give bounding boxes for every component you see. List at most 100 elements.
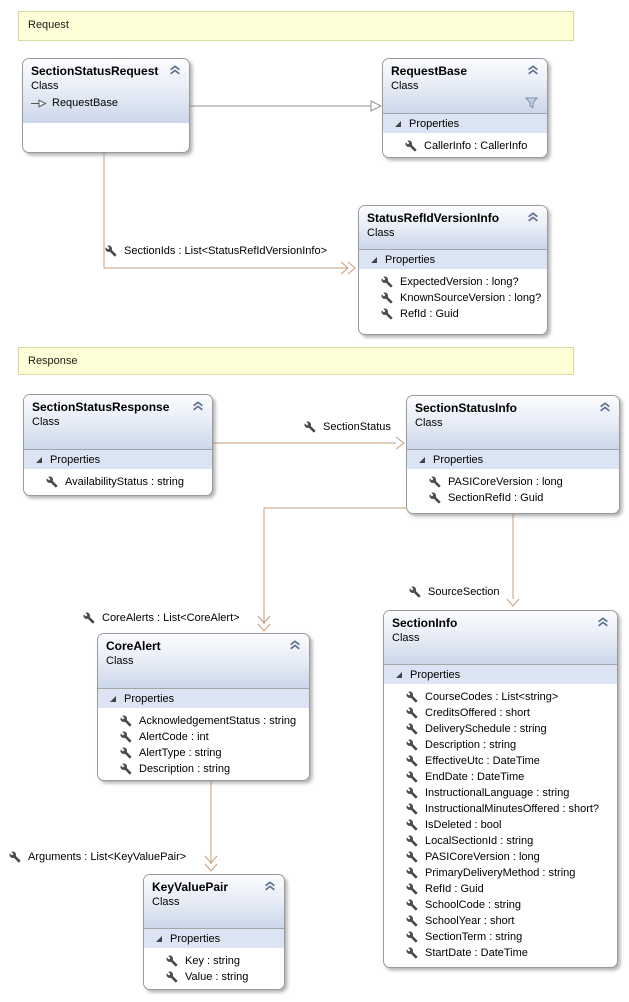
association-label-source-section[interactable]: SourceSection [409, 586, 500, 598]
expand-triangle-icon [35, 456, 43, 464]
collapse-chevron-icon[interactable] [264, 881, 276, 891]
class-box-status-ref-id-version-info[interactable]: StatusRefIdVersionInfo Class Properties … [358, 205, 548, 335]
association-section-status[interactable] [213, 436, 405, 450]
property-label: Key : string [185, 955, 241, 967]
association-source-section[interactable] [506, 514, 520, 607]
property-label: SectionTerm : string [425, 931, 523, 943]
collapse-chevron-icon[interactable] [527, 212, 539, 222]
property-row[interactable]: PASICoreVersion : long [384, 849, 617, 865]
property-row[interactable]: Description : string [98, 761, 309, 777]
property-row[interactable]: AlertType : string [98, 745, 309, 761]
property-row[interactable]: KnownSourceVersion : long? [359, 290, 547, 306]
property-label: Description : string [139, 763, 231, 775]
class-box-section-info[interactable]: SectionInfo Class Properties CourseCodes… [383, 610, 618, 968]
collapse-chevron-icon[interactable] [192, 401, 204, 411]
property-row[interactable]: AlertCode : int [98, 729, 309, 745]
wrench-icon [381, 292, 393, 304]
collapse-chevron-icon[interactable] [599, 402, 611, 412]
property-row[interactable]: RefId : Guid [359, 306, 547, 322]
properties-section: Properties ExpectedVersion : long? Known… [359, 249, 547, 322]
properties-header[interactable]: Properties [384, 665, 617, 684]
properties-section: Properties AcknowledgementStatus : strin… [98, 688, 309, 777]
properties-header[interactable]: Properties [98, 689, 309, 708]
association-label-arguments[interactable]: Arguments : List<KeyValuePair> [9, 851, 186, 863]
collapse-chevron-icon[interactable] [527, 65, 539, 75]
property-row[interactable]: CourseCodes : List<string> [384, 689, 617, 705]
property-row[interactable]: Description : string [384, 737, 617, 753]
expand-triangle-icon [395, 671, 403, 679]
properties-section: Properties AvailabilityStatus : string [24, 449, 212, 490]
association-label-text: Arguments : List<KeyValuePair> [28, 851, 187, 863]
class-box-key-value-pair[interactable]: KeyValuePair Class Properties Key : stri… [143, 874, 285, 990]
class-box-section-status-info[interactable]: SectionStatusInfo Class Properties PASIC… [406, 395, 620, 514]
association-label-section-ids[interactable]: SectionIds : List<StatusRefIdVersionInfo… [105, 245, 327, 257]
class-title: StatusRefIdVersionInfo [367, 211, 500, 225]
property-row[interactable]: CallerInfo : CallerInfo [383, 138, 547, 154]
property-row[interactable]: PASICoreVersion : long [407, 474, 619, 490]
association-arguments[interactable] [204, 781, 218, 872]
wrench-icon [429, 492, 441, 504]
property-row[interactable]: IsDeleted : bool [384, 817, 617, 833]
base-type-row[interactable]: RequestBase [31, 97, 181, 109]
property-row[interactable]: ExpectedVersion : long? [359, 274, 547, 290]
properties-header-label: Properties [124, 692, 175, 705]
wrench-icon [406, 739, 418, 751]
property-row[interactable]: SchoolCode : string [384, 897, 617, 913]
class-box-core-alert[interactable]: CoreAlert Class Properties Acknowledgeme… [97, 633, 310, 781]
filter-funnel-icon[interactable] [525, 97, 538, 109]
property-row[interactable]: Value : string [144, 969, 284, 985]
expand-triangle-icon [109, 695, 117, 703]
class-header: KeyValuePair Class [144, 875, 284, 928]
properties-header[interactable]: Properties [359, 250, 547, 269]
properties-header[interactable]: Properties [144, 929, 284, 948]
property-label: PASICoreVersion : long [425, 851, 540, 863]
class-box-request-base[interactable]: RequestBase Class Properties CallerInfo … [382, 58, 548, 158]
association-label-text: SectionIds : List<StatusRefIdVersionInfo… [124, 245, 328, 257]
property-row[interactable]: EndDate : DateTime [384, 769, 617, 785]
class-header: SectionInfo Class [384, 611, 617, 664]
property-row[interactable]: LocalSectionId : string [384, 833, 617, 849]
properties-header[interactable]: Properties [383, 114, 547, 133]
property-label: PrimaryDeliveryMethod : string [425, 867, 576, 879]
properties-header[interactable]: Properties [407, 450, 619, 469]
properties-header-label: Properties [50, 453, 101, 466]
property-label: PASICoreVersion : long [448, 476, 563, 488]
wrench-icon [406, 947, 418, 959]
property-row[interactable]: DeliverySchedule : string [384, 721, 617, 737]
collapse-chevron-icon[interactable] [169, 65, 181, 75]
wrench-icon [429, 476, 441, 488]
properties-header[interactable]: Properties [24, 450, 212, 469]
property-row[interactable]: StartDate : DateTime [384, 945, 617, 961]
class-box-section-status-response[interactable]: SectionStatusResponse Class Properties A… [23, 394, 213, 496]
class-kind: Class [106, 655, 134, 667]
comment-banner-request[interactable]: Request [18, 11, 574, 41]
property-row[interactable]: RefId : Guid [384, 881, 617, 897]
class-box-section-status-request[interactable]: SectionStatusRequest Class RequestBase [22, 58, 190, 153]
property-row[interactable]: CreditsOffered : short [384, 705, 617, 721]
class-title: SectionStatusResponse [32, 400, 170, 414]
association-label-text: SectionStatus [323, 421, 391, 433]
collapse-chevron-icon[interactable] [597, 617, 609, 627]
property-label: SchoolYear : short [425, 915, 515, 927]
collapse-chevron-icon[interactable] [289, 640, 301, 650]
association-label-section-status[interactable]: SectionStatus [304, 421, 391, 433]
property-row[interactable]: AcknowledgementStatus : string [98, 713, 309, 729]
wrench-icon [120, 763, 132, 775]
property-row[interactable]: EffectiveUtc : DateTime [384, 753, 617, 769]
property-row[interactable]: PrimaryDeliveryMethod : string [384, 865, 617, 881]
comment-banner-response[interactable]: Response [18, 347, 574, 375]
inheritance-connector-requestbase[interactable] [190, 100, 383, 112]
association-label-core-alerts[interactable]: CoreAlerts : List<CoreAlert> [83, 612, 240, 624]
class-title: SectionInfo [392, 616, 458, 630]
properties-header-label: Properties [170, 932, 221, 945]
property-label: RefId : Guid [425, 883, 484, 895]
expand-triangle-icon [155, 935, 163, 943]
property-row[interactable]: InstructionalLanguage : string [384, 785, 617, 801]
property-row[interactable]: AvailabilityStatus : string [24, 474, 212, 490]
property-row[interactable]: SchoolYear : short [384, 913, 617, 929]
property-row[interactable]: Key : string [144, 953, 284, 969]
wrench-icon [304, 421, 316, 433]
property-row[interactable]: InstructionalMinutesOffered : short? [384, 801, 617, 817]
property-row[interactable]: SectionRefId : Guid [407, 490, 619, 506]
property-row[interactable]: SectionTerm : string [384, 929, 617, 945]
